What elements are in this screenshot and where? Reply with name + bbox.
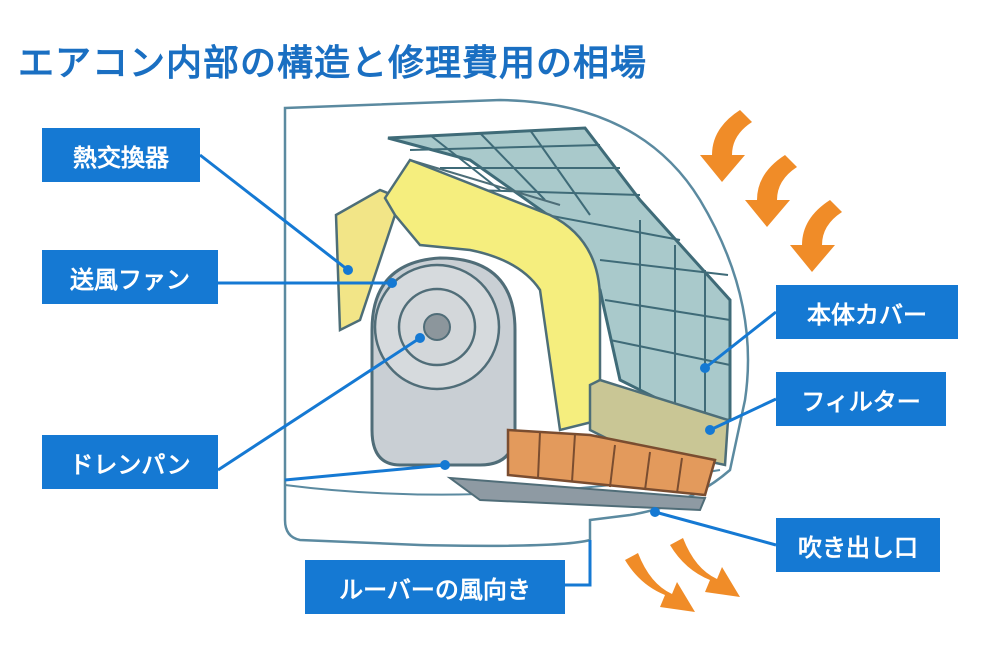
heat-exchanger-block [334, 158, 602, 432]
label-body-cover: 本体カバー [776, 285, 958, 339]
outlet-base [446, 476, 707, 512]
leader-lines [199, 153, 777, 587]
page-title: エアコン内部の構造と修理費用の相場 [18, 43, 648, 84]
label-fan: 送風ファン [42, 250, 218, 304]
fan-housing [370, 256, 517, 467]
arrow-icon [625, 553, 695, 612]
filter-grid [387, 126, 732, 422]
arrow-icon [670, 538, 740, 597]
arrow-icon [745, 155, 797, 227]
airflow-arrows [625, 110, 842, 612]
arrow-icon [790, 200, 842, 272]
arrow-icon [700, 110, 752, 182]
fan-hub [423, 313, 451, 341]
label-louver: ルーバーの風向き [305, 560, 565, 614]
leader-dots [343, 265, 715, 517]
label-drain-pan: ドレンパン [42, 435, 218, 489]
label-heat-exchanger: 熱交換器 [42, 128, 200, 182]
drain-pan-block [588, 378, 730, 467]
label-filter: フィルター [776, 372, 946, 426]
outlet-vents [506, 428, 717, 497]
label-outlet: 吹き出し口 [776, 518, 940, 572]
